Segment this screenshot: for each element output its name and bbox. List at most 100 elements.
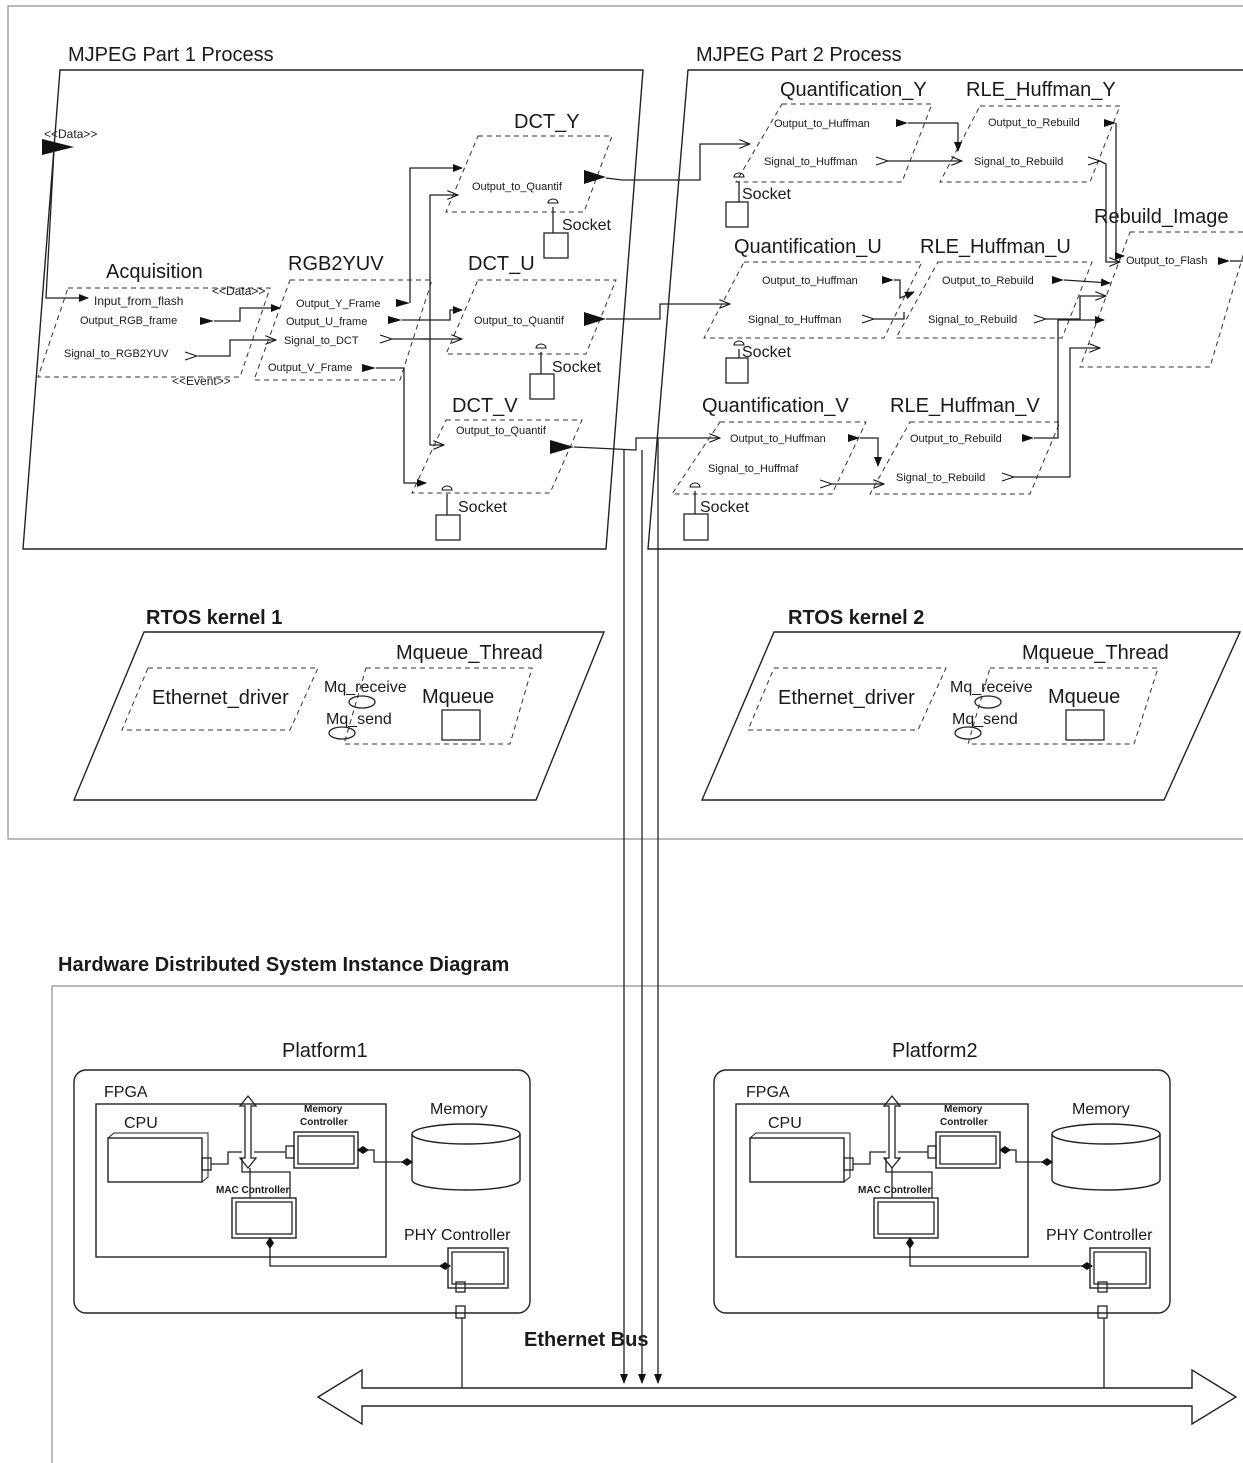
platform2-box bbox=[713, 1069, 1171, 1314]
quant-y-socket-icon bbox=[725, 201, 749, 228]
signal-dct-v-wire bbox=[429, 339, 444, 445]
rgb2yuv-component bbox=[253, 279, 433, 381]
flash-input-wire bbox=[45, 149, 89, 302]
platform1-phy-label: PHY Controller bbox=[404, 1227, 511, 1244]
rtos1-driver-label: Ethernet_driver bbox=[152, 687, 289, 709]
platform1-memory-controller bbox=[293, 1131, 359, 1169]
platform1-memory-link bbox=[357, 1146, 413, 1166]
rebuild-component bbox=[1079, 231, 1243, 368]
signal-dct-y-wire bbox=[420, 195, 458, 340]
quant-u-port: Output_to_Huffman bbox=[762, 275, 858, 287]
quant-v-socket-icon bbox=[683, 513, 709, 541]
dct-y-component bbox=[445, 135, 613, 213]
data-link-wire bbox=[214, 304, 281, 322]
rle-v-port: Output_to_Rebuild bbox=[910, 433, 1002, 445]
rtos1-ethernet-driver bbox=[121, 667, 319, 731]
rle-u-port: Signal_to_Rebuild bbox=[928, 314, 1017, 326]
rgb2yuv-port: Output_Y_Frame bbox=[296, 298, 380, 310]
platform2-name: Platform2 bbox=[892, 1040, 978, 1062]
rtos2-mq-receive: Mq_receive bbox=[950, 679, 1033, 696]
platform2-fpga-label: FPGA bbox=[746, 1084, 790, 1101]
platform1-internal-bus bbox=[238, 1094, 258, 1170]
ethernet-bus bbox=[316, 1368, 1238, 1426]
acquisition-port: Output_RGB_frame bbox=[80, 315, 177, 327]
rtos2-mqueue-icon bbox=[1065, 709, 1105, 741]
rtos1-mqueue-label: Mqueue bbox=[422, 686, 494, 708]
rle-u-rebuild-data bbox=[1063, 278, 1111, 287]
part1-title: MJPEG Part 1 Process bbox=[68, 44, 274, 66]
rle-u-port: Output_to_Rebuild bbox=[942, 275, 1034, 287]
rtos1-box bbox=[72, 631, 606, 801]
platform1-name: Platform1 bbox=[282, 1040, 368, 1062]
hardware-title: Hardware Distributed System Instance Dia… bbox=[58, 954, 509, 976]
rtos2-driver-label: Ethernet_driver bbox=[778, 687, 915, 709]
quant-y-port: Output_to_Huffman bbox=[774, 118, 870, 130]
data-link-label: <<Data>> bbox=[212, 284, 265, 298]
quant-y-name: Quantification_Y bbox=[780, 79, 927, 101]
rle-v-rebuild-data bbox=[1034, 316, 1105, 439]
quant-u-socket-label: Socket bbox=[742, 344, 791, 361]
y-frame-wire bbox=[409, 164, 463, 303]
rle-y-name: RLE_Huffman_Y bbox=[966, 79, 1116, 101]
rtos1-mq-receive-icon bbox=[348, 695, 376, 709]
quant-u-rle-u-data bbox=[894, 279, 915, 300]
rtos1-mq-receive: Mq_receive bbox=[324, 679, 407, 696]
rle-y-rebuild-data bbox=[1115, 123, 1125, 260]
quant-v-port: Signal_to_Huffmaf bbox=[708, 463, 799, 475]
platform1-cpu bbox=[107, 1137, 203, 1183]
rle-v-name: RLE_Huffman_V bbox=[890, 395, 1040, 417]
platform2-mac-controller bbox=[873, 1197, 939, 1239]
quant-v-name: Quantification_V bbox=[702, 395, 849, 417]
u-frame-wire bbox=[402, 306, 463, 321]
dct-v-name: DCT_V bbox=[452, 395, 518, 417]
dct-y-socket-label: Socket bbox=[562, 217, 611, 234]
quant-v-component bbox=[671, 421, 867, 495]
platform1-mac-controller bbox=[231, 1197, 297, 1239]
ethernet-bus-label: Ethernet Bus bbox=[524, 1329, 648, 1351]
rtos1-title: RTOS kernel 1 bbox=[146, 607, 282, 629]
rle-y-rebuild-signal bbox=[1099, 160, 1120, 262]
platform1-phy-link bbox=[266, 1237, 451, 1270]
rtos2-thread-name: Mqueue_Thread bbox=[1022, 642, 1169, 664]
rebuild-port: Output_to_Flash bbox=[1126, 255, 1207, 267]
quant-v-socket-label: Socket bbox=[700, 499, 749, 516]
dct-u-link bbox=[606, 304, 730, 320]
rgb2yuv-port: Output_U_frame bbox=[286, 316, 367, 328]
dct-u-name: DCT_U bbox=[468, 253, 535, 275]
rle-v-port: Signal_to_Rebuild bbox=[896, 472, 985, 484]
dct-v-socket-label: Socket bbox=[458, 499, 507, 516]
rgb2yuv-port: Output_V_Frame bbox=[268, 362, 352, 374]
rgb2yuv-port: Signal_to_DCT bbox=[284, 335, 359, 347]
data-stereotype-label: <<Data>> bbox=[44, 127, 97, 141]
rle-y-port: Signal_to_Rebuild bbox=[974, 156, 1063, 168]
platform2-phy-controller bbox=[1089, 1247, 1151, 1289]
rtos2-box bbox=[700, 631, 1242, 801]
acquisition-name: Acquisition bbox=[106, 261, 203, 283]
platform2-fpga bbox=[735, 1103, 1029, 1258]
platform1-memory-label: Memory bbox=[430, 1101, 488, 1118]
acquisition-port: Signal_to_RGB2YUV bbox=[64, 348, 169, 360]
quant-y-socket-label: Socket bbox=[742, 186, 791, 203]
rtos1-mq-send: Mq_send bbox=[326, 711, 392, 728]
dct-y-socket-icon bbox=[543, 232, 569, 259]
platform2-memory-controller bbox=[935, 1131, 1001, 1169]
platform2-memory-link bbox=[999, 1146, 1053, 1166]
quant-v-port: Output_to_Huffman bbox=[730, 433, 826, 445]
dct-u-port: Output_to_Quantif bbox=[474, 315, 565, 327]
platform2-cpu-label: CPU bbox=[768, 1115, 802, 1132]
platform1-phy-controller bbox=[447, 1247, 509, 1289]
platform2-memory bbox=[1051, 1123, 1161, 1191]
quant-y-port: Signal_to_Huffman bbox=[764, 156, 857, 168]
rle-u-component bbox=[895, 261, 1093, 339]
rtos2-ethernet-driver bbox=[747, 667, 947, 731]
rtos1-mqueue-icon bbox=[441, 709, 481, 741]
v-frame-wire bbox=[376, 367, 427, 487]
part2-process-box bbox=[647, 69, 1243, 550]
quant-y-component bbox=[735, 103, 933, 183]
rle-u-rebuild-signal bbox=[1046, 296, 1106, 320]
dct-y-link bbox=[605, 144, 750, 181]
dct-v-link bbox=[573, 438, 720, 451]
platform2-internal-bus bbox=[882, 1094, 902, 1170]
platform1-fpga-label: FPGA bbox=[104, 1084, 148, 1101]
quant-u-rle-u-signal bbox=[874, 312, 905, 320]
